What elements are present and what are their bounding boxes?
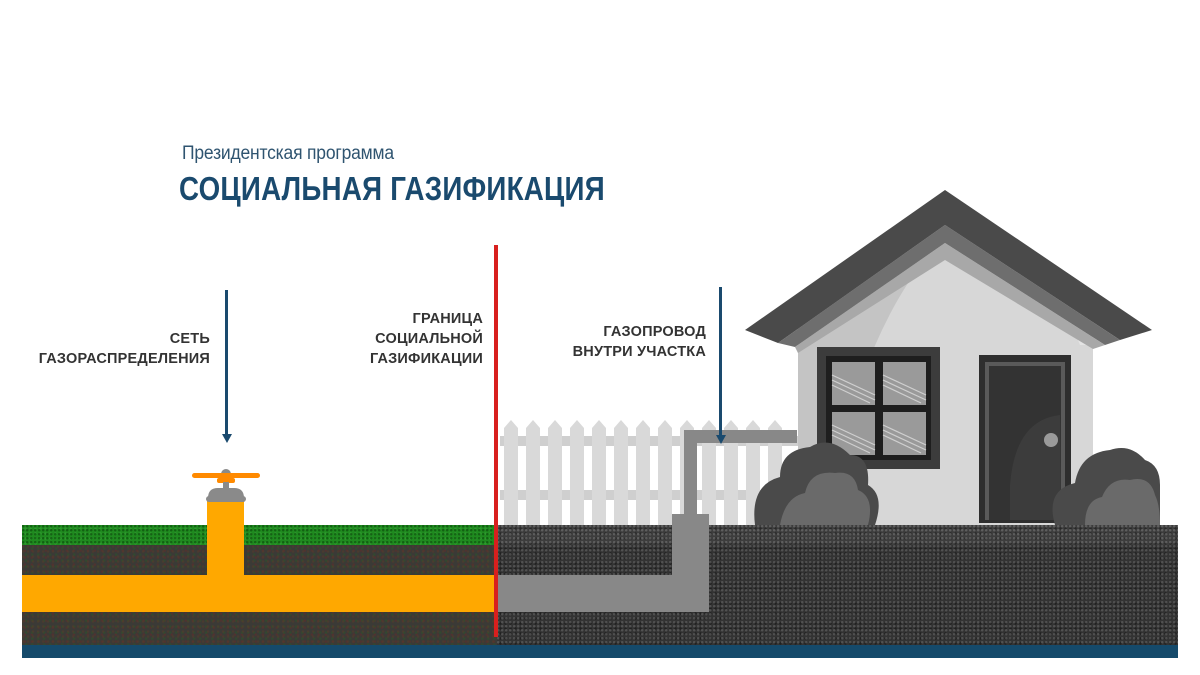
label-line: СОЦИАЛЬНОЙ [375,331,483,347]
arrow-down-icon [715,287,726,444]
program-subtitle: Президентская программа [182,143,394,164]
private-gas-inlet-pipe [684,430,797,443]
grass-layer [22,525,497,545]
boundary-line [494,245,498,637]
label-line: ВНУТРИ УЧАСТКА [572,344,706,360]
gas-riser-pipe [207,498,244,578]
program-title: СОЦИАЛЬНАЯ ГАЗИФИКАЦИЯ [179,170,605,207]
label-line: СЕТЬ [169,331,210,347]
bush-icon [1052,447,1160,525]
private-gas-riser [672,514,709,612]
label-distribution-network: СЕТЬ ГАЗОРАСПРЕДЕЛЕНИЯ [39,329,210,369]
valve-icon [192,469,260,502]
bush-icon [754,442,879,525]
label-line: ГАЗОРАСПРЕДЕЛЕНИЯ [38,351,210,367]
topsoil-private-layer [497,525,1178,545]
private-gas-riser-upper [684,430,697,516]
label-boundary: ГРАНИЦА СОЦИАЛЬНОЙ ГАЗИФИКАЦИИ [370,309,483,369]
label-on-site-pipeline: ГАЗОПРОВОД ВНУТРИ УЧАСТКА [573,322,706,362]
label-line: ГРАНИЦА [412,311,483,327]
arrow-down-icon [221,290,232,443]
bedrock-layer [22,645,1178,658]
gas-distribution-pipe [22,575,497,612]
label-line: ГАЗОПРОВОД [603,324,706,340]
house-icon [745,190,1160,525]
label-line: ГАЗИФИКАЦИИ [369,351,483,367]
